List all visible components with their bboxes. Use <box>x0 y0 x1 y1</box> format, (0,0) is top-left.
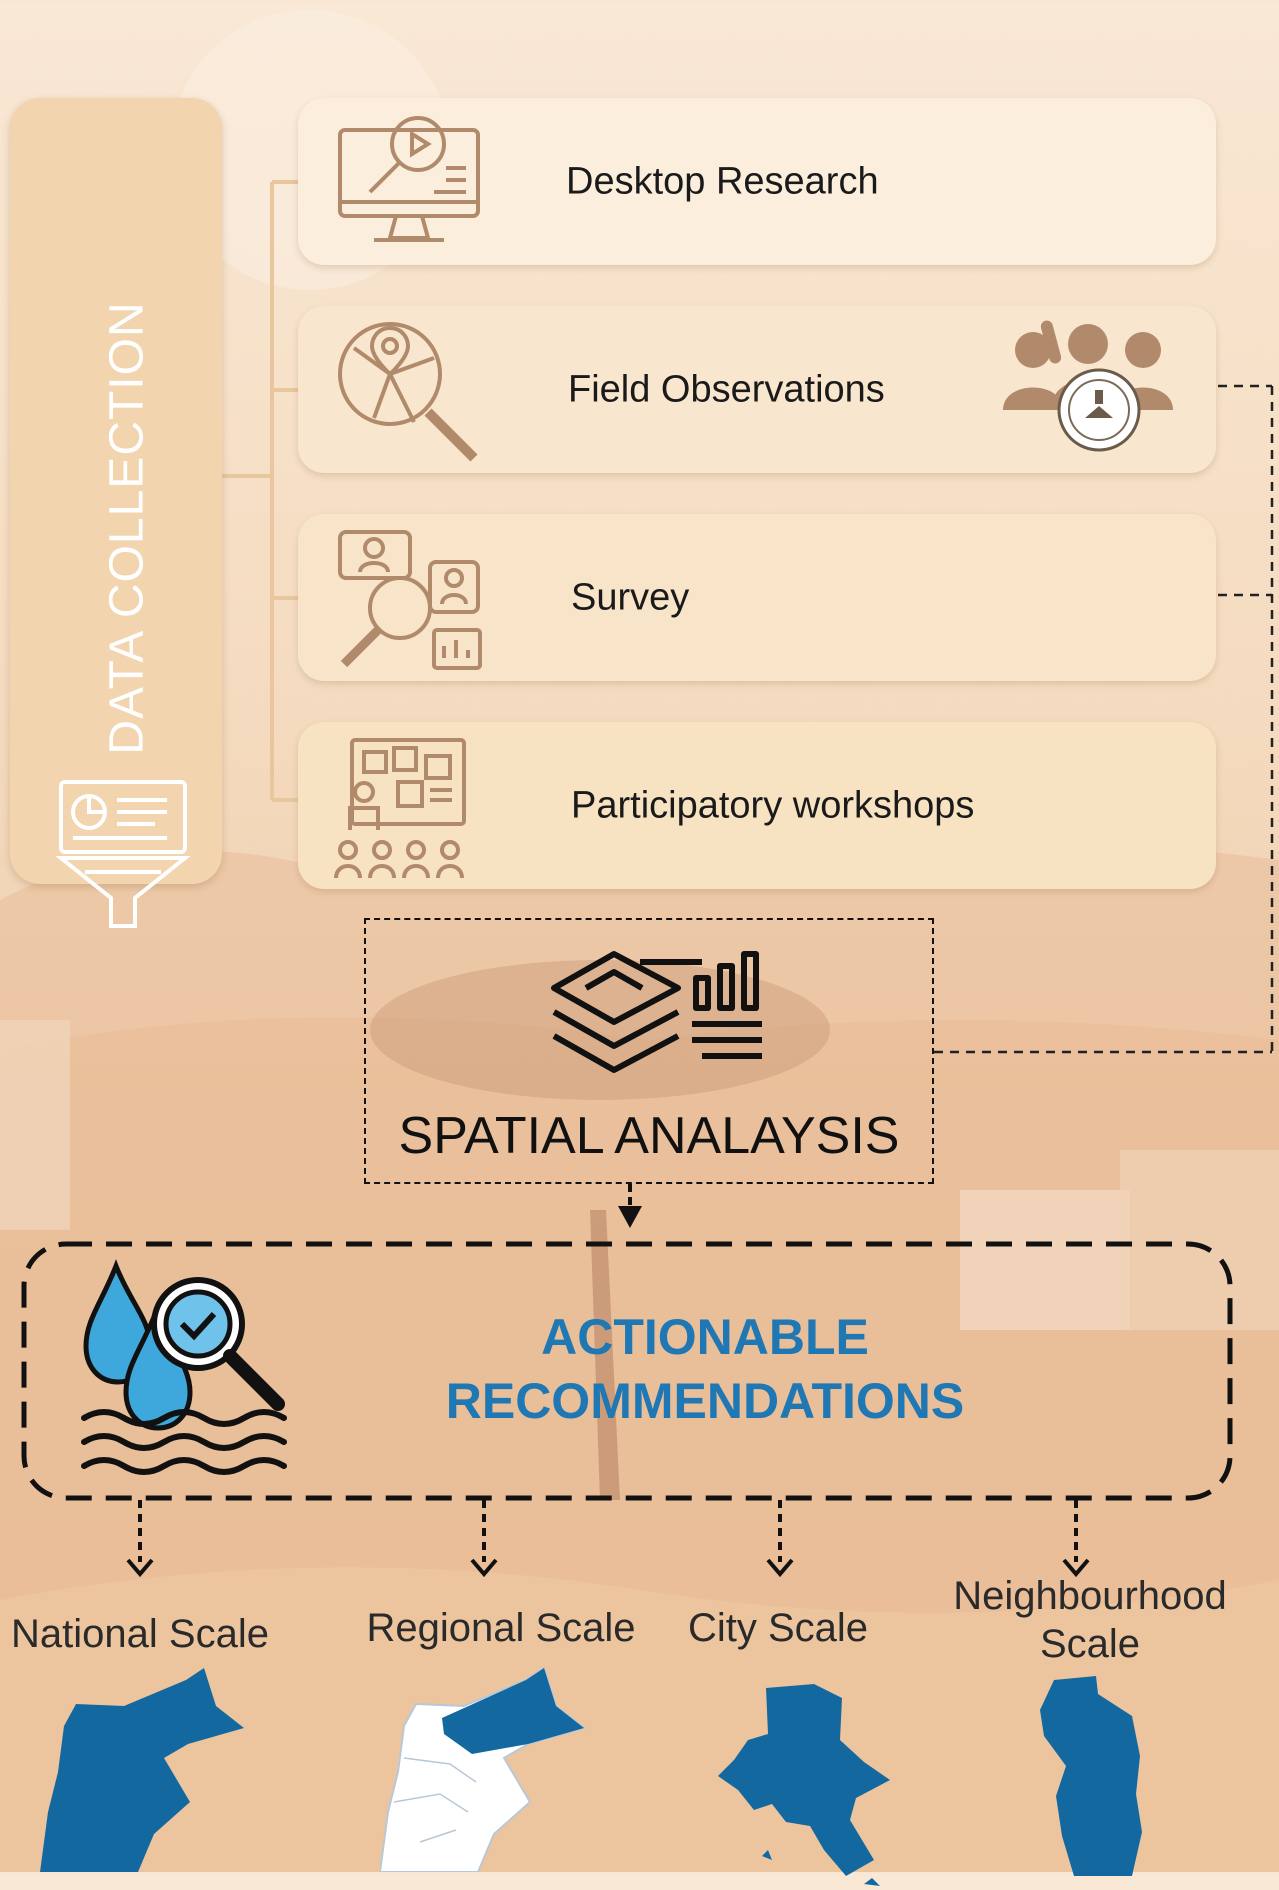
data-collection-panel: DATA COLLECTION <box>10 98 222 928</box>
workshop-board-icon <box>334 738 466 879</box>
method-label: Field Observations <box>568 368 885 410</box>
city-scale-label: City Scale <box>687 1606 869 1650</box>
recommendations-line1: ACTIONABLE <box>541 1309 869 1365</box>
neighbourhood-scale-line1: Neighbourhood <box>953 1574 1227 1618</box>
participatory-workshops-card: Participatory workshops <box>298 722 1216 889</box>
regional-map-icon <box>380 1666 587 1872</box>
layers-chart-icon <box>551 951 762 1073</box>
survey-card: Survey <box>298 514 1216 681</box>
national-map-icon <box>40 1668 244 1872</box>
data-collection-title: DATA COLLECTION <box>100 301 154 755</box>
regional-scale-label: Regional Scale <box>366 1606 636 1650</box>
desktop-research-card: Desktop Research <box>298 98 1216 265</box>
people-search-icon <box>338 530 482 670</box>
neighbourhood-map-icon <box>1040 1676 1142 1876</box>
neighbourhood-scale-label: Neighbourhood Scale <box>948 1572 1232 1668</box>
monitor-search-icon <box>338 116 480 242</box>
method-label: Survey <box>571 576 690 618</box>
method-label: Desktop Research <box>566 160 879 202</box>
method-label: Participatory workshops <box>571 784 975 826</box>
field-observations-card: Field Observations <box>298 306 1216 473</box>
people-group-icon <box>1003 320 1173 452</box>
spatial-analysis-box: SPATIAL ANALAYSIS <box>364 918 934 1184</box>
recommendations-line2: RECOMMENDATIONS <box>445 1373 965 1429</box>
national-scale-label: National Scale <box>11 1612 269 1656</box>
neighbourhood-scale-line2: Scale <box>1039 1622 1141 1666</box>
report-funnel-icon <box>55 780 191 928</box>
map-search-icon <box>338 322 478 462</box>
water-drops-check-icon <box>81 1259 287 1475</box>
city-map-icon <box>718 1684 890 1886</box>
spatial-analysis-label: SPATIAL ANALAYSIS <box>398 1107 900 1165</box>
